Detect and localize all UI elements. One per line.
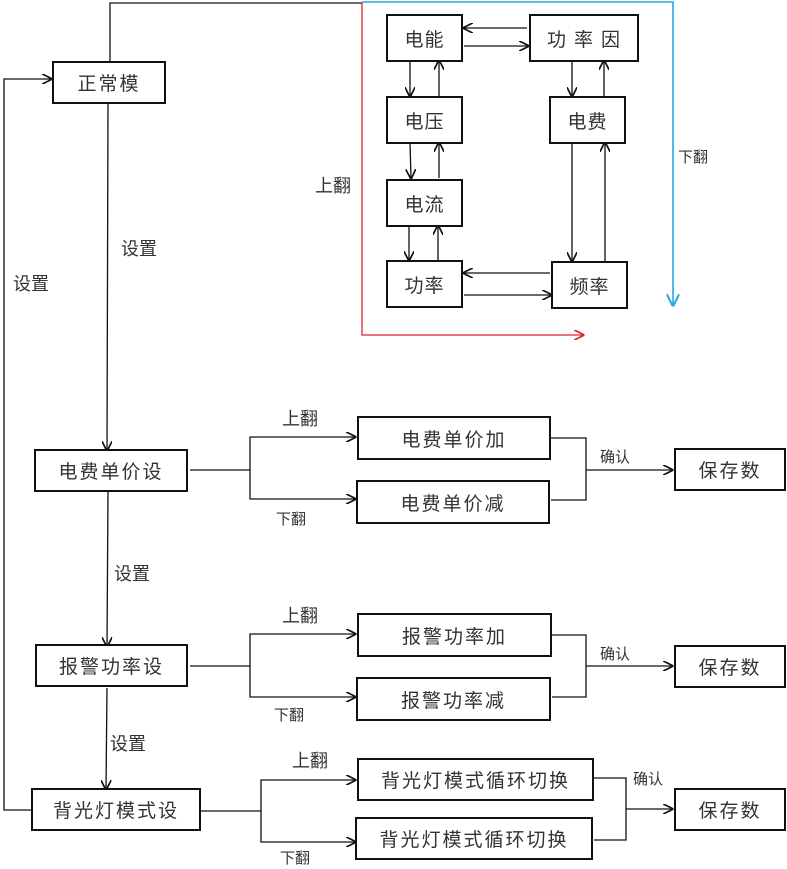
- backlight-confirm-label: 确认: [633, 770, 664, 788]
- set-label-1: 设置: [121, 239, 157, 260]
- current-node: 电流: [386, 179, 463, 227]
- backlight-cycle-up-node: 背光灯模式循环切换: [357, 758, 594, 801]
- price-down-arrow: [249, 470, 355, 499]
- normal-to-cycle-line: [109, 2, 362, 62]
- alarm-page-down-label: 下翻: [274, 706, 305, 724]
- price-page-down-label: 下翻: [276, 510, 307, 528]
- save-node-2: 保存数: [674, 645, 786, 688]
- energy-node: 电能: [386, 14, 463, 62]
- page-up-path: [361, 3, 583, 335]
- backlight-down-arrow: [260, 811, 355, 842]
- voltage-node: 电压: [386, 96, 463, 144]
- save-node-3: 保存数: [674, 788, 786, 831]
- alarm-page-up-label: 上翻: [282, 606, 318, 627]
- power-factor-node: 功 率 因: [529, 14, 639, 62]
- price-confirm-label: 确认: [600, 448, 631, 466]
- backlight-setting-node: 背光灯模式设: [31, 788, 201, 831]
- set-label-loop: 设置: [13, 274, 49, 295]
- alarm-up-arrow: [249, 634, 355, 666]
- page-down-label-top: 下翻: [678, 148, 709, 166]
- set-arrow-3: [106, 687, 107, 789]
- page-up-label-top: 上翻: [315, 176, 351, 197]
- save-node-1: 保存数: [674, 448, 786, 491]
- alarm-setting-node: 报警功率设: [35, 644, 188, 687]
- alarm-confirm-label: 确认: [600, 645, 631, 663]
- backlight-page-down-label: 下翻: [280, 849, 311, 867]
- set-label-3: 设置: [110, 734, 146, 755]
- electricity-fee-node: 电费: [549, 96, 626, 144]
- normal-mode-node: 正常模: [52, 61, 166, 104]
- alarm-down-arrow: [249, 666, 355, 697]
- price-up-arrow: [249, 437, 355, 470]
- return-loop-line: [3, 79, 51, 811]
- alarm-inc-node: 报警功率加: [357, 613, 552, 657]
- set-label-2: 设置: [114, 564, 150, 585]
- backlight-page-up-label: 上翻: [292, 751, 328, 772]
- set-arrow-1: [107, 102, 108, 450]
- price-inc-node: 电费单价加: [357, 416, 551, 460]
- price-setting-node: 电费单价设: [34, 449, 188, 492]
- backlight-up-arrow: [260, 780, 355, 811]
- backlight-cycle-down-node: 背光灯模式循环切换: [355, 817, 593, 860]
- set-arrow-2: [107, 491, 108, 646]
- price-dec-node: 电费单价减: [356, 480, 550, 524]
- price-page-up-label: 上翻: [282, 409, 318, 430]
- page-down-path: [362, 1, 673, 305]
- alarm-dec-node: 报警功率减: [356, 677, 551, 721]
- power-node: 功率: [386, 260, 463, 308]
- frequency-node: 频率: [551, 261, 628, 309]
